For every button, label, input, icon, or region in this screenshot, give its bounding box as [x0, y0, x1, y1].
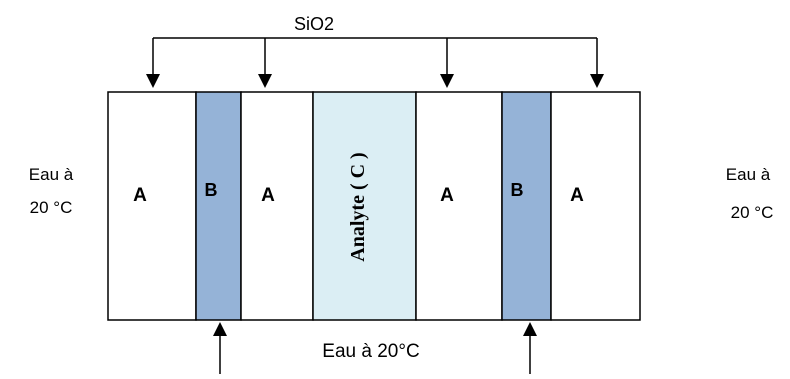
sio2-arrowhead-2: [258, 74, 272, 88]
side-right-line1: Eau à: [726, 165, 771, 184]
layer-label-b-2: B: [511, 180, 524, 200]
layer-analyte: [312, 91, 417, 321]
side-label-left: Eau à 20 °C: [29, 165, 74, 217]
sio2-arrowhead-4: [590, 74, 604, 88]
sio2-arrows: [146, 38, 604, 88]
layer-label-a-2: A: [261, 185, 275, 206]
layer-a-4: [550, 91, 641, 321]
layer-stack: [107, 91, 641, 321]
bottom-arrows: [213, 322, 537, 374]
layer-a-2: [240, 91, 314, 321]
layer-b-2: [501, 91, 552, 321]
bottom-arrowhead-1: [213, 322, 227, 336]
layer-a-1: [107, 91, 197, 321]
side-right-line2: 20 °C: [731, 203, 774, 222]
side-left-line2: 20 °C: [30, 198, 73, 217]
layer-labels: A B A Analyte ( C ) A B A: [133, 152, 584, 261]
layer-b-1: [195, 91, 242, 321]
bottom-water-label: Eau à 20°C: [322, 341, 419, 362]
sio2-label: SiO2: [294, 14, 334, 34]
layer-label-a-1: A: [133, 185, 147, 206]
layer-label-b-1: B: [205, 180, 218, 200]
sio2-arrowhead-1: [146, 74, 160, 88]
layer-label-a-4: A: [570, 185, 584, 206]
layer-label-analyte: Analyte ( C ): [347, 152, 369, 261]
layer-a-3: [415, 91, 503, 321]
side-label-right: Eau à 20 °C: [726, 165, 774, 222]
layer-label-a-3: A: [440, 185, 454, 206]
bottom-arrowhead-2: [523, 322, 537, 336]
sio2-arrowhead-3: [440, 74, 454, 88]
side-left-line1: Eau à: [29, 165, 74, 184]
